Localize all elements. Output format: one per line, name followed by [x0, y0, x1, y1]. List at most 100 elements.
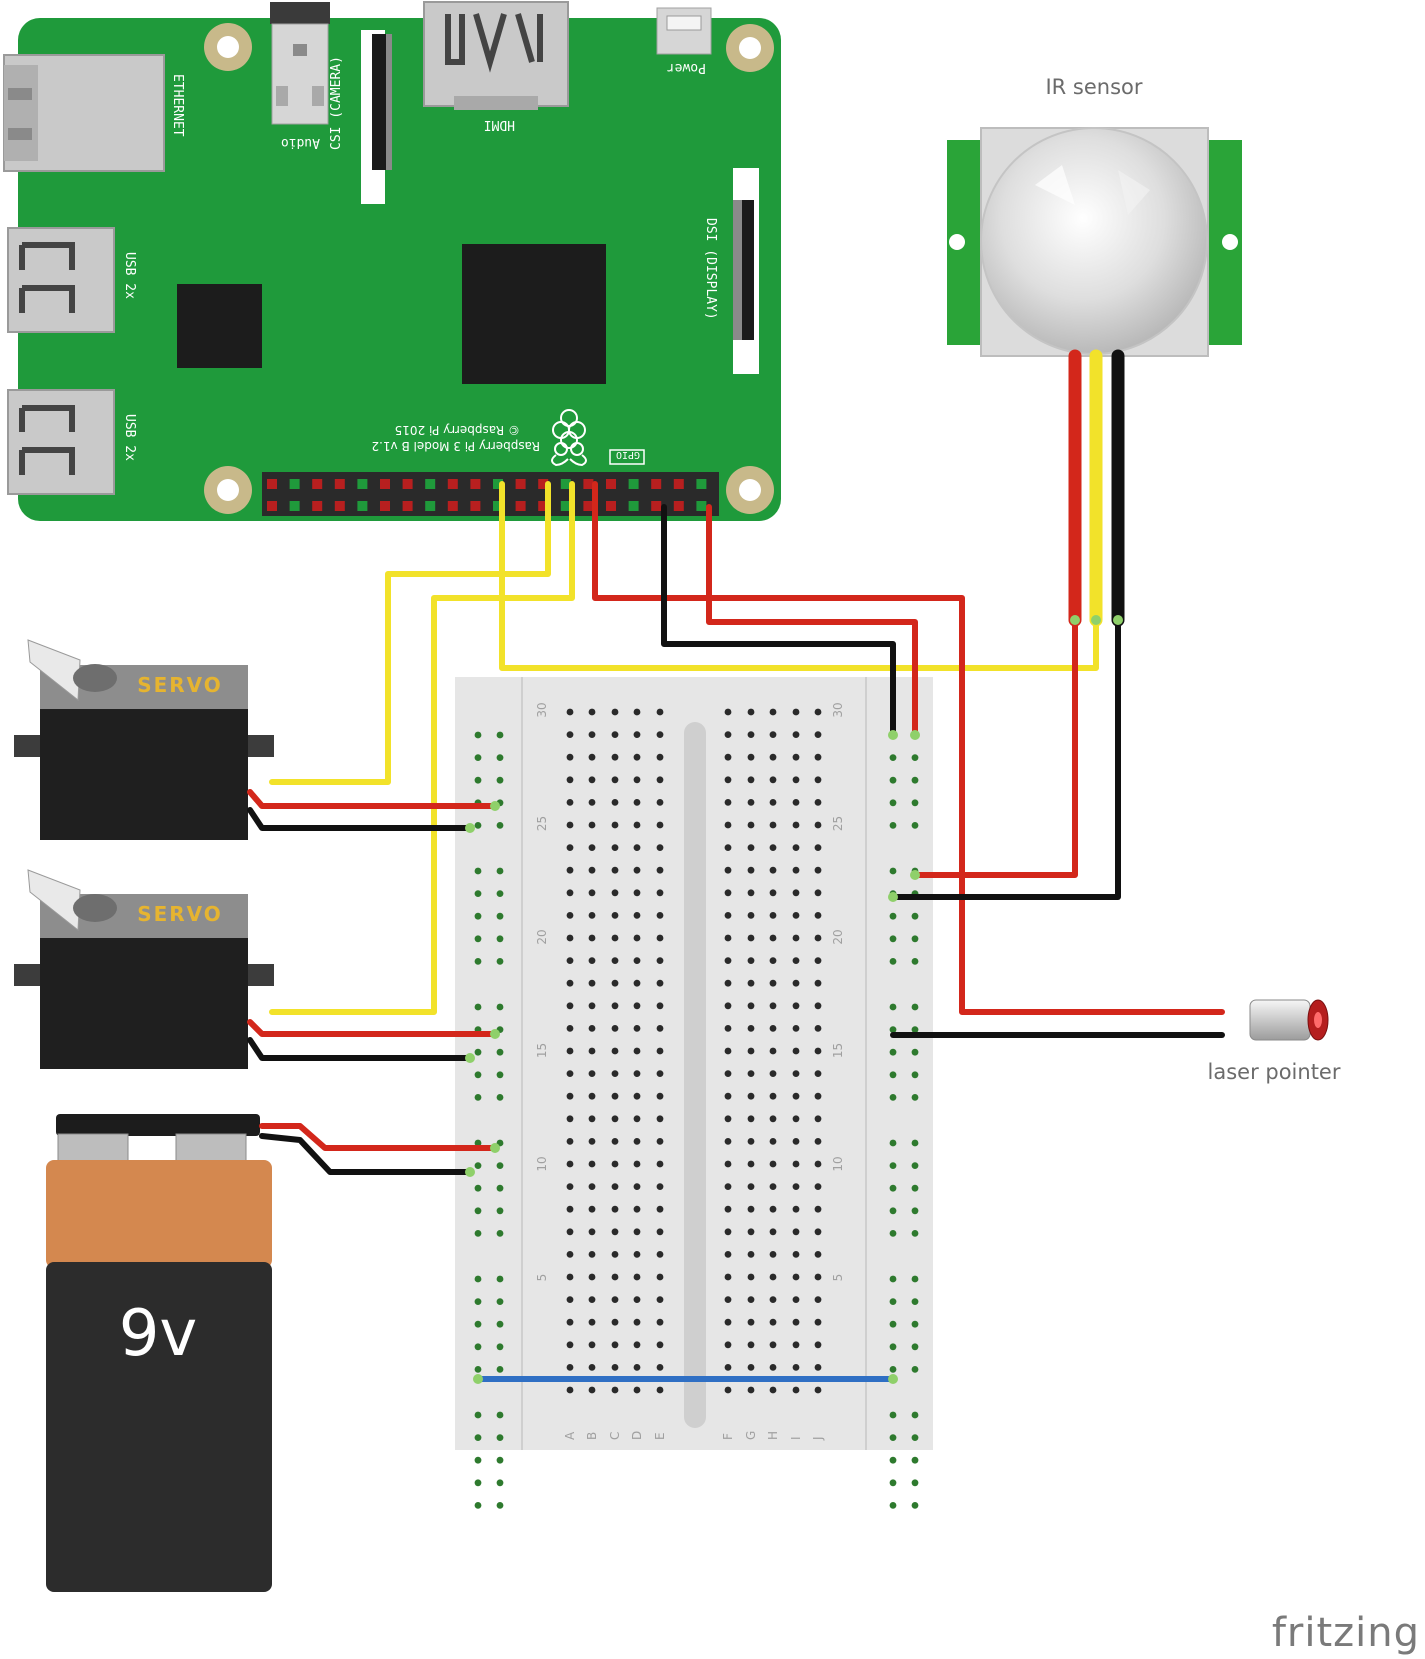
breadboard-hole [769, 1047, 777, 1055]
breadboard-rail-hole [496, 754, 504, 761]
breadboard-hole [724, 889, 732, 897]
breadboard-rail-hole [911, 1162, 919, 1169]
breadboard-hole [769, 1296, 777, 1303]
servo2-ground-wire [247, 1037, 473, 1061]
breadboard-hole [611, 821, 619, 829]
ethernet-port [3, 54, 165, 172]
gpio-pin [560, 501, 571, 511]
breadboard-hole [769, 1160, 777, 1168]
breadboard-hole [611, 1092, 619, 1100]
breadboard-hole [814, 708, 822, 716]
gpio-pin [651, 479, 662, 489]
breadboard-hole [724, 1160, 732, 1168]
power-port [656, 7, 712, 55]
breadboard-row-number: 15 [831, 1043, 845, 1058]
breadboard-hole [792, 934, 800, 942]
breadboard-hole [588, 731, 596, 738]
breadboard-hole [633, 1364, 641, 1371]
breadboard-hole [656, 912, 664, 919]
breadboard-hole [747, 708, 755, 716]
breadboard-hole [792, 821, 800, 829]
breadboard-hole [747, 912, 755, 919]
breadboard-hole [633, 866, 641, 874]
breadboard-hole [633, 1160, 641, 1168]
breadboard-hole [724, 866, 732, 874]
breadboard-hole [633, 1273, 641, 1281]
breadboard-hole [769, 934, 777, 942]
breadboard-rail-hole [474, 1162, 482, 1169]
breadboard-hole [769, 1070, 777, 1077]
breadboard-hole [611, 979, 619, 987]
gpio-pin [583, 479, 594, 489]
battery-power-wire [259, 1123, 498, 1151]
breadboard-hole [588, 1160, 596, 1168]
breadboard-hole [566, 1025, 574, 1032]
servo-1-label: SERVO [137, 673, 223, 697]
breadboard-rail-hole [889, 1184, 897, 1192]
breadboard-hole [724, 1047, 732, 1055]
breadboard-hole [611, 1002, 619, 1010]
breadboard-column-letter: J [811, 1436, 825, 1441]
breadboard-hole [566, 1205, 574, 1213]
breadboard-rail-hole [889, 1207, 897, 1215]
breadboard-row-number: 30 [535, 702, 549, 717]
breadboard-hole [814, 1341, 822, 1349]
gpio-pin [583, 501, 594, 511]
breadboard-hole [724, 1138, 732, 1145]
processor-chip [462, 244, 606, 384]
gpio-pin [447, 501, 458, 511]
breadboard-hole [588, 1273, 596, 1281]
breadboard-rail-hole [474, 1184, 482, 1192]
breadboard-rail-hole [474, 1071, 482, 1079]
breadboard-rail-hole [911, 1026, 919, 1033]
breadboard-rail-hole [911, 1207, 919, 1215]
breadboard-hole [814, 1296, 822, 1303]
breadboard-rail-hole [474, 822, 482, 829]
gpio-pin [515, 479, 526, 489]
breadboard-hole [814, 1025, 822, 1032]
breadboard-hole [814, 1364, 822, 1371]
breadboard-rail-hole [474, 754, 482, 761]
gpio-pin [402, 501, 413, 511]
hdmi-port [423, 1, 569, 110]
dsi-label: DSI (DISPLAY) [703, 218, 718, 320]
breadboard-hole [566, 731, 574, 738]
breadboard-hole [566, 912, 574, 919]
breadboard-hole [588, 934, 596, 942]
breadboard-hole [724, 1025, 732, 1032]
breadboard-hole [588, 1002, 596, 1010]
breadboard-rail-hole [474, 1139, 482, 1147]
breadboard-hole [633, 1228, 641, 1236]
breadboard-rail-hole [889, 1434, 897, 1441]
breadboard-hole [611, 1025, 619, 1032]
breadboard-hole [792, 799, 800, 806]
breadboard-hole [724, 957, 732, 964]
breadboard-column-letter: C [608, 1432, 622, 1440]
breadboard-hole [792, 1138, 800, 1145]
breadboard-hole [656, 934, 664, 942]
breadboard-rail-hole [889, 1230, 897, 1237]
breadboard-row-number: 20 [831, 929, 845, 944]
breadboard-hole [611, 1273, 619, 1281]
breadboard-hole [747, 1386, 755, 1394]
breadboard-hole [633, 1092, 641, 1100]
breadboard-hole [566, 1002, 574, 1010]
breadboard-hole [588, 979, 596, 987]
breadboard-hole [747, 731, 755, 738]
breadboard-hole [566, 1228, 574, 1236]
breadboard-hole [724, 708, 732, 716]
breadboard-hole [747, 776, 755, 784]
breadboard-hole [588, 1025, 596, 1032]
breadboard-hole [633, 1386, 641, 1394]
breadboard-hole [769, 1115, 777, 1123]
breadboard-hole [747, 889, 755, 897]
gpio-pin [267, 479, 277, 489]
breadboard-hole [633, 934, 641, 942]
breadboard-hole [814, 753, 822, 761]
breadboard-rail-hole [474, 1048, 482, 1056]
breadboard-hole [724, 844, 732, 851]
servo2-signal-wire [269, 481, 575, 1015]
csi-connector [361, 30, 392, 204]
breadboard-hole [769, 1318, 777, 1326]
